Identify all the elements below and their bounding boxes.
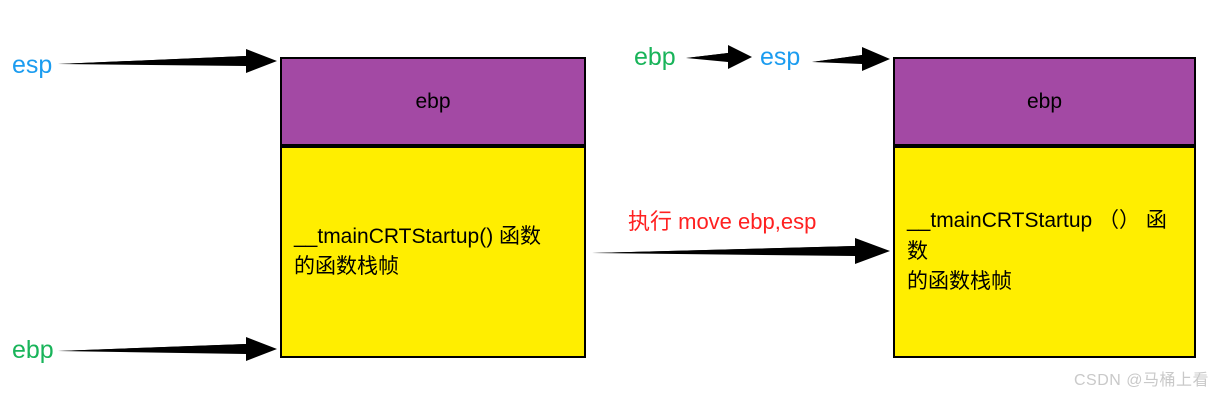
register-label-esp-right: esp [760,43,801,71]
arrow-transition-move [592,238,890,264]
register-label-ebp-right: ebp [634,43,676,71]
arrow-esp-to-left-top [58,49,277,73]
left-stack-frame-label: __tmainCRTStartup() 函数 的函数栈帧 [294,224,542,278]
register-label-esp-left: esp [12,51,53,79]
arrow-esp-to-right-top [812,47,890,71]
left-saved-ebp-box: ebp [280,57,586,146]
csdn-watermark: CSDN @马桶上看 [1073,372,1209,389]
right-stack-frame-label: __tmainCRTStartup （） 函数 的函数栈帧 [907,209,1167,294]
right-saved-ebp-box: ebp [893,57,1196,146]
register-label-ebp-left: ebp [12,336,54,364]
arrow-ebp-to-left-bottom [58,337,277,361]
right-saved-ebp-label: ebp [1026,90,1063,113]
left-saved-ebp-label: ebp [415,90,451,113]
right-stack-frame-box: __tmainCRTStartup （） 函数 的函数栈帧 [893,146,1196,358]
arrow-ebp-to-esp [686,45,752,69]
transition-caption: 执行 move ebp,esp [628,209,817,234]
left-stack-frame-box: __tmainCRTStartup() 函数 的函数栈帧 [280,146,586,358]
